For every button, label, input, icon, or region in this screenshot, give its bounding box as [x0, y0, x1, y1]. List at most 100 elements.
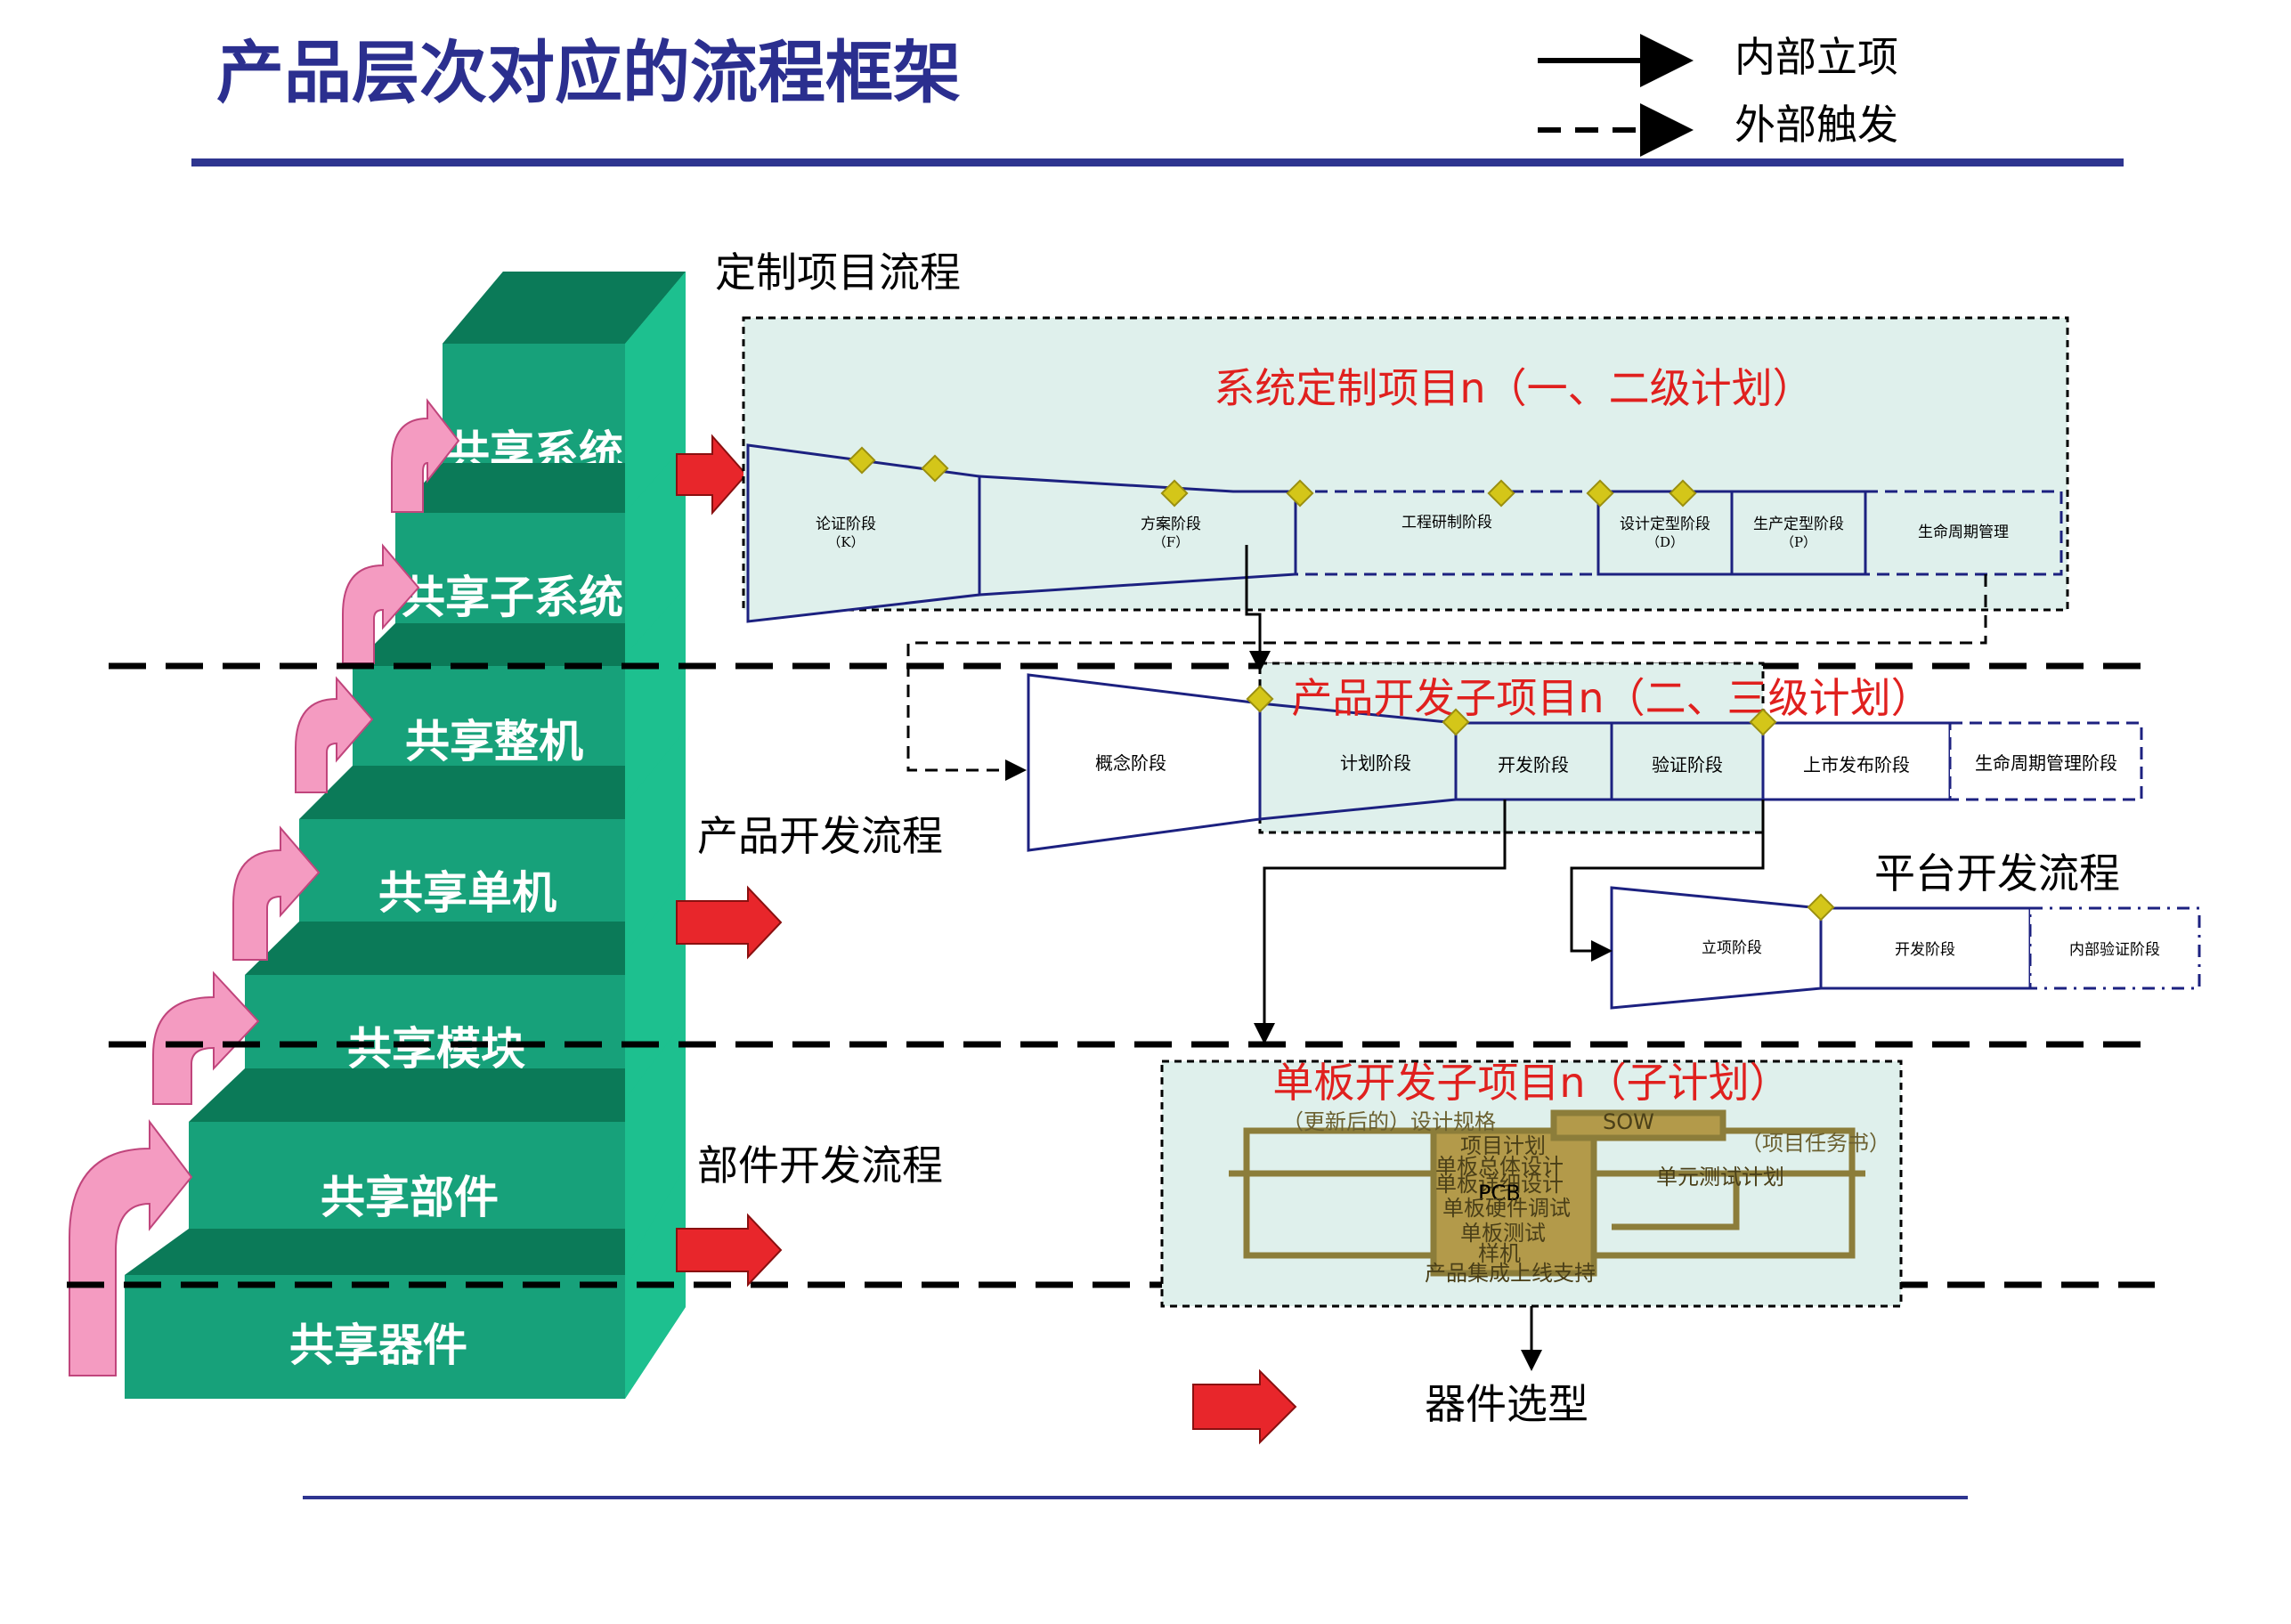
level-label: 共享器件	[289, 1320, 467, 1371]
phase-label: 上市发布阶段	[1803, 754, 1910, 775]
milestone-diamond	[1442, 708, 1470, 736]
phase-shape	[1454, 721, 1613, 801]
page-title: 产品层次对应的流程框架	[216, 33, 961, 112]
red-arrow	[676, 885, 783, 960]
phase-shape	[1596, 490, 1734, 576]
board-item: （项目任务书）	[1741, 1131, 1890, 1156]
milestone-diamond	[921, 454, 949, 483]
board-item: SOW	[1603, 1109, 1654, 1134]
product-project-title: 产品开发子项目n（二、三级计划）	[1291, 674, 1931, 722]
milestone-diamond	[848, 446, 876, 475]
level-block	[125, 1275, 625, 1399]
red-arrow	[676, 1213, 783, 1287]
phase-label: 生命周期管理阶段	[1975, 752, 2117, 774]
phase-label: 立项阶段	[1702, 939, 1762, 957]
board-item: 单板详细设计	[1435, 1172, 1564, 1197]
level-label: 共享单机	[378, 867, 557, 919]
pink-curved-arrow	[232, 825, 321, 961]
pink-curved-arrow	[69, 1119, 193, 1376]
milestone-diamond	[1487, 479, 1515, 508]
level-side	[625, 272, 686, 513]
platform-title: 平台开发流程	[1874, 849, 2120, 897]
phase-shape	[1730, 490, 1867, 576]
phase-label: 生产定型阶段	[1753, 516, 1844, 533]
board-project-title: 单板开发子项目n（子计划）	[1272, 1059, 1790, 1107]
phase-label: 工程研制阶段	[1401, 514, 1492, 532]
phase-shape	[2028, 906, 2201, 990]
board-item: （更新后的）设计规格	[1282, 1109, 1496, 1134]
pink-curved-arrow	[295, 676, 374, 793]
board-flow-graphic	[1229, 1109, 1865, 1277]
phase-code: （D）	[1646, 534, 1684, 550]
solid-connector	[1245, 545, 1271, 672]
level-label: 共享模块	[347, 1023, 525, 1075]
board-item: 样机	[1478, 1241, 1521, 1266]
milestone-diamond	[1669, 479, 1697, 508]
phase-code: （K）	[827, 534, 864, 550]
phase-label: 生命周期管理	[1918, 524, 2009, 541]
red-arrow	[1192, 1368, 1297, 1445]
level-side	[625, 443, 686, 655]
legend-solid-label: 内部立项	[1734, 33, 1898, 81]
solid-connector	[1570, 800, 1765, 962]
board-item: 单板总体设计	[1435, 1154, 1564, 1179]
board-sow-tab	[1550, 1109, 1726, 1141]
pink-curved-arrow	[391, 398, 460, 513]
level-side	[625, 588, 686, 804]
level-label: 共享子系统	[401, 572, 623, 623]
level-top	[125, 1229, 625, 1275]
red-arrows	[676, 434, 1297, 1445]
level-label: 共享部件	[321, 1172, 499, 1223]
phase-label: 开发阶段	[1895, 941, 1955, 959]
milestone-diamond	[1807, 893, 1835, 922]
system-project: 系统定制项目n（一、二级计划） 论证阶段 （K） 方案阶段 （F） 工程研制阶段…	[742, 316, 2069, 623]
board-item: PCB	[1478, 1181, 1521, 1206]
level-top	[299, 766, 625, 819]
flow-label-custom: 定制项目流程	[715, 248, 961, 296]
board-core-block	[1430, 1127, 1597, 1277]
red-arrow	[676, 434, 748, 516]
board-feedback-line	[1612, 1173, 1740, 1230]
phase-shape	[1610, 721, 1765, 801]
dashed-connector	[906, 574, 1987, 781]
phase-code: （F）	[1153, 534, 1189, 550]
connectors	[906, 545, 1987, 1371]
phase-label: 设计定型阶段	[1620, 516, 1710, 533]
flow-label-product: 产品开发流程	[697, 812, 943, 860]
phase-label: 开发阶段	[1498, 754, 1569, 775]
pink-curved-arrow	[152, 970, 260, 1105]
board-item: 单板测试	[1460, 1221, 1546, 1246]
level-top	[353, 623, 625, 666]
level-top	[245, 922, 625, 975]
phase-shape	[978, 475, 1297, 597]
system-project-title: 系统定制项目n（一、二级计划）	[1214, 364, 1813, 412]
legend: 内部立项 外部触发	[1538, 33, 1898, 157]
milestones	[1246, 685, 1777, 736]
phase-label: 内部验证阶段	[2069, 941, 2160, 959]
milestone-diamond	[1586, 479, 1614, 508]
board-project: 单板开发子项目n（子计划） （更新后的）设计规格 SOW （项目任务书） 项目计…	[1160, 1059, 1903, 1308]
phase-label: 计划阶段	[1340, 752, 1411, 774]
milestone-diamond	[1286, 479, 1314, 508]
header-rule	[191, 158, 2124, 166]
solid-connector	[1254, 800, 1507, 1044]
level-top	[443, 272, 686, 344]
milestone-diamond	[1749, 708, 1777, 736]
board-item: 项目计划	[1460, 1133, 1546, 1158]
flow-label-device: 器件选型	[1425, 1380, 1588, 1428]
board-item: 单元测试计划	[1656, 1165, 1784, 1190]
board-item: 产品集成上线支持	[1425, 1261, 1596, 1286]
level-side	[625, 730, 686, 953]
legend-dashed-label: 外部触发	[1734, 101, 1898, 149]
phase-shape	[1948, 721, 2143, 801]
product-project: 产品开发子项目n（二、三级计划） 概念阶段 计划阶段 开发阶段 验证阶段 上市发…	[1027, 662, 2143, 852]
phase-code: （P）	[1781, 534, 1816, 550]
platform-flow: 平台开发流程 立项阶段 开发阶段 内部验证阶段	[1610, 849, 2201, 1010]
milestones	[848, 446, 1697, 508]
level-top	[395, 463, 625, 513]
level-side	[625, 1019, 686, 1269]
milestone-diamond	[1160, 479, 1189, 508]
phase-label: 验证阶段	[1652, 754, 1723, 775]
phase-label: 方案阶段	[1141, 516, 1201, 533]
footer-rule	[303, 1496, 1968, 1499]
